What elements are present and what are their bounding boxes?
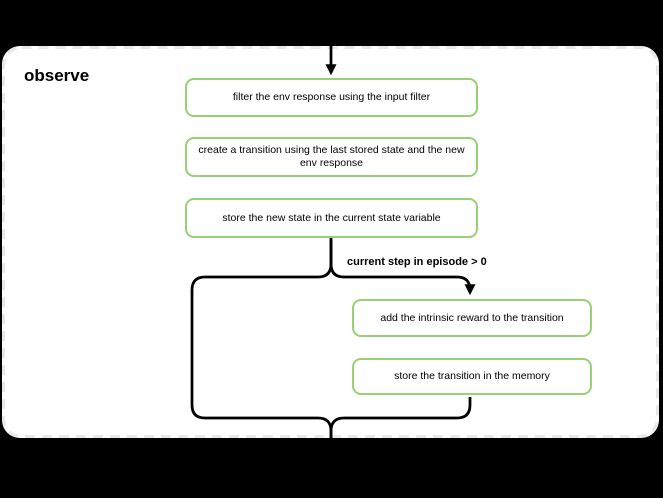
group-title: observe xyxy=(24,66,90,85)
node-label: store the transition in the memory xyxy=(394,370,550,382)
node-label: store the new state in the current state… xyxy=(222,211,441,224)
condition-label: current step in episode > 0 xyxy=(347,256,487,268)
node-store-transition: store the transition in the memory xyxy=(352,358,592,395)
node-label: filter the env response using the input … xyxy=(232,91,431,103)
node-create-transition: create a transition using the last store… xyxy=(185,137,478,177)
node-filter-env-response: filter the env response using the input … xyxy=(185,78,478,117)
node-add-intrinsic-reward: add the intrinsic reward to the transiti… xyxy=(352,299,592,337)
node-label: create a transition using the last store… xyxy=(198,144,465,169)
node-label: add the intrinsic reward to the transiti… xyxy=(380,311,564,324)
node-store-new-state: store the new state in the current state… xyxy=(185,198,478,238)
